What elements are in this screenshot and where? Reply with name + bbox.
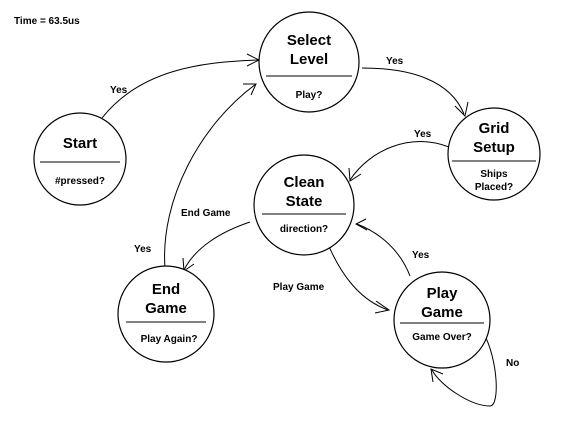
label-end-to-select: Yes — [134, 244, 152, 255]
state-name-line-1: Select — [287, 32, 331, 49]
label-play-to-clean: Yes — [412, 250, 430, 261]
arrowhead-clean-to-play — [374, 300, 391, 314]
edge-play-to-clean — [356, 223, 411, 277]
edge-clean-to-play — [324, 236, 389, 311]
timer-label: Time = 63.5us — [14, 16, 80, 27]
edge-play-self-loop — [431, 333, 497, 407]
state-play-game: Play Game Game Over? — [393, 271, 491, 369]
state-name-line-1: End — [152, 281, 180, 298]
state-select-level: Select Level Play? — [258, 11, 360, 113]
state-name-line-2: Level — [290, 51, 328, 68]
state-name-line-2: Game — [145, 300, 187, 317]
label-grid-to-clean: Yes — [414, 129, 432, 140]
edge-end-to-select — [164, 83, 257, 269]
arrowhead-play-self-loop — [430, 368, 444, 383]
edge-grid-to-clean — [349, 141, 450, 181]
state-condition-line-2: Placed? — [475, 182, 513, 193]
state-clean-state: Clean State direction? — [253, 154, 355, 256]
state-start: Start #pressed? — [33, 112, 127, 206]
state-name-line-2: Setup — [473, 139, 515, 156]
edge-select-to-grid — [361, 67, 465, 115]
edge-start-to-select — [101, 59, 259, 119]
state-name-line-1: Play — [427, 285, 459, 302]
state-end-game: End Game Play Again? — [117, 265, 215, 363]
state-grid-setup: Grid Setup Ships Placed? — [447, 107, 541, 201]
label-start-to-select: Yes — [110, 85, 128, 96]
label-play-self-loop: No — [506, 358, 519, 369]
arrowhead-select-to-grid — [454, 101, 469, 118]
edge-clean-to-end — [183, 221, 251, 271]
state-condition: Play Again? — [141, 334, 198, 345]
arrowhead-grid-to-clean — [348, 167, 362, 182]
state-condition: direction? — [280, 224, 328, 235]
label-clean-to-end: End Game — [181, 208, 231, 219]
state-name: Start — [63, 135, 97, 152]
state-condition-line-1: Ships — [480, 169, 508, 180]
state-name-line-1: Clean — [284, 174, 325, 191]
label-clean-to-play: Play Game — [273, 282, 325, 293]
state-condition: Game Over? — [412, 332, 471, 343]
state-name-line-2: State — [286, 193, 323, 210]
state-condition: #pressed? — [55, 176, 105, 187]
transitions: Yes Yes Yes End Game Yes Play Game Yes N… — [101, 53, 519, 407]
arrowhead-play-to-clean — [354, 218, 368, 231]
state-condition: Play? — [296, 90, 323, 101]
arrowhead-end-to-select — [243, 83, 257, 96]
state-name-line-1: Grid — [479, 120, 510, 137]
label-select-to-grid: Yes — [386, 56, 404, 67]
state-name-line-2: Game — [421, 304, 463, 321]
